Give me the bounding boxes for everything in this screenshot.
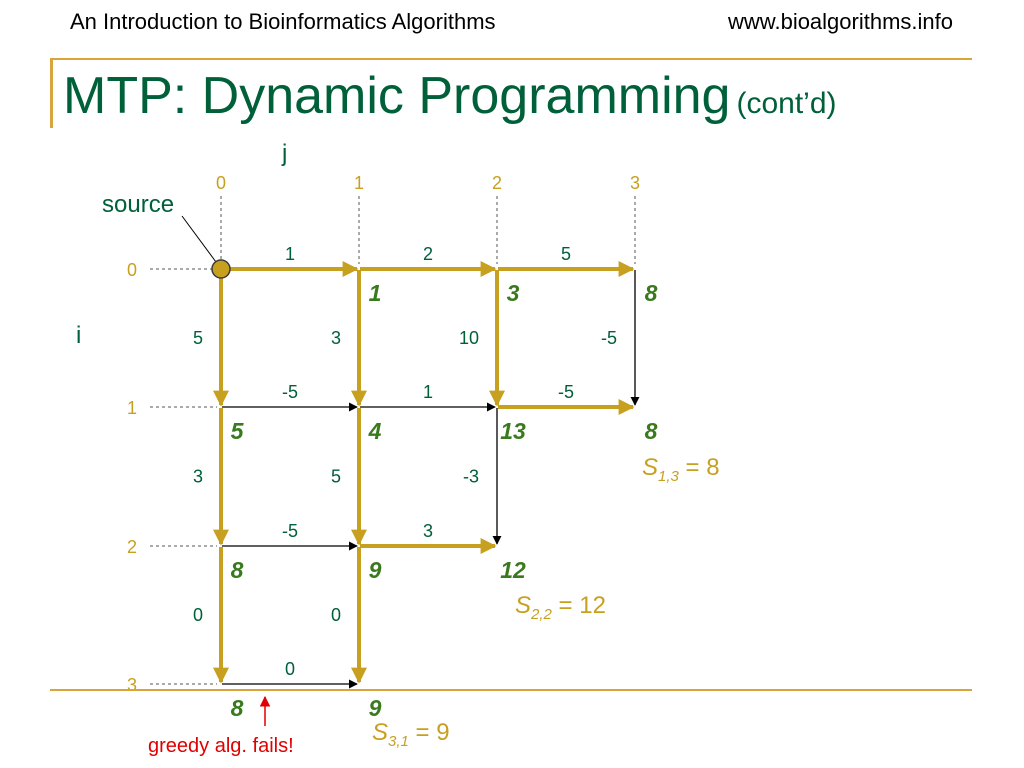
row-index: 0 (127, 260, 137, 280)
edge-weight-down: -3 (463, 467, 479, 487)
node-score: 8 (231, 695, 244, 721)
row-index: 3 (127, 675, 137, 695)
node-score: 9 (369, 695, 382, 721)
row-index: 1 (127, 398, 137, 418)
node-score: 1 (369, 280, 382, 306)
row-axis-label: i (76, 322, 82, 349)
edge-weight-right: -5 (558, 382, 574, 402)
edge-weight-down: -5 (601, 328, 617, 348)
edge-weight-down: 5 (193, 328, 203, 348)
edge-weight-right: 2 (423, 244, 433, 264)
edge-weight-down: 3 (193, 467, 203, 487)
edge-weight-down: 3 (331, 328, 341, 348)
col-index: 3 (630, 173, 640, 193)
slide-title-main: MTP: Dynamic Programming (63, 67, 731, 125)
edge-weight-down: 0 (331, 605, 341, 625)
guide-lines (150, 196, 636, 685)
node-score: 8 (231, 557, 244, 583)
title-top-rule (50, 58, 972, 60)
edge-weight-down: 5 (331, 467, 341, 487)
node-score: 4 (368, 418, 382, 444)
header-book-title: An Introduction to Bioinformatics Algori… (70, 9, 496, 34)
edge-weight-down: 0 (193, 605, 203, 625)
col-index: 2 (492, 173, 502, 193)
source-node (211, 259, 231, 279)
node-score: 13 (500, 418, 526, 444)
node-score: 5 (231, 418, 245, 444)
header-website: www.bioalgorithms.info (728, 9, 953, 34)
slide-title: MTP: Dynamic Programming(cont’d) (63, 66, 837, 126)
note-s22: S2,2 = 12 (515, 592, 606, 623)
note-s13: S1,3 = 8 (642, 454, 720, 485)
node-score: 8 (645, 280, 658, 306)
edge-weight-right: 0 (285, 659, 295, 679)
col-index: 0 (216, 173, 226, 193)
edge-weight-right: 5 (561, 244, 571, 264)
edge-weight-right: -5 (282, 382, 298, 402)
node-score: 9 (369, 557, 382, 583)
edge-weight-right: 1 (285, 244, 295, 264)
edge-weight-right: 3 (423, 521, 433, 541)
col-axis-label: j (282, 140, 288, 167)
row-index: 2 (127, 537, 137, 557)
node-score: 12 (500, 557, 526, 583)
edge-weight-right: -5 (282, 521, 298, 541)
normal-edges (222, 270, 640, 689)
node-score: 8 (645, 418, 658, 444)
greedy-fails-note: greedy alg. fails! (148, 735, 294, 757)
source-label: source (102, 191, 175, 218)
path-edges (213, 261, 635, 684)
node-score: 3 (507, 280, 520, 306)
col-index: 1 (354, 173, 364, 193)
edge-weight-right: 1 (423, 382, 433, 402)
source-pointer-line (181, 215, 217, 263)
slide-title-sub: (cont’d) (736, 87, 837, 120)
title-left-rule (50, 58, 53, 128)
note-s31: S3,1 = 9 (372, 719, 450, 750)
edge-weight-down: 10 (459, 328, 479, 348)
